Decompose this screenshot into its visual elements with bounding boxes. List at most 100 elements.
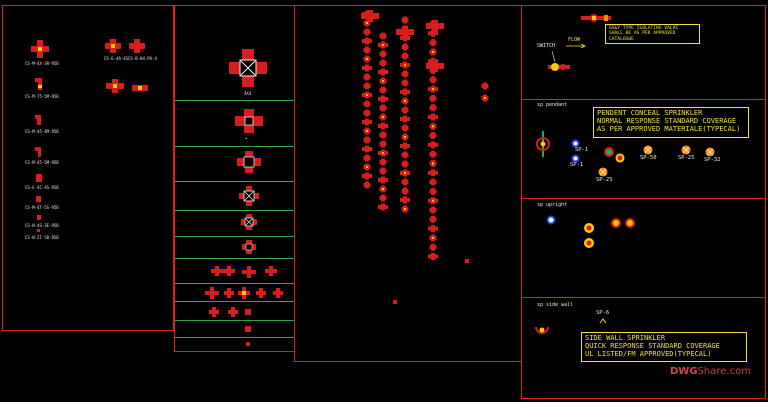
fitting-label: CS-M-45-4M-95B	[25, 129, 59, 134]
watermark-brand: DWG	[670, 366, 698, 377]
fitting-label: CS-N-4S-3E-95B	[25, 223, 59, 228]
note-line: NORMAL RESPONSE STANDARD COVERAGE	[597, 117, 737, 125]
upright-sprinkler-icon	[611, 218, 621, 228]
section-divider	[522, 198, 765, 199]
cap-fitting-icon	[245, 309, 251, 315]
upright-sprinkler-icon	[584, 238, 594, 248]
tee-fitting-icon	[129, 39, 145, 53]
matrix-fitting-icon	[401, 16, 409, 24]
fitting-label: CS-M-4T-5S-95B	[25, 205, 59, 210]
matrix-fitting-icon	[429, 178, 437, 186]
sprinkler-head-icon	[681, 145, 691, 155]
matrix-fitting-icon	[362, 91, 372, 99]
upright-sprinkler-icon	[584, 223, 594, 233]
pendant-sprinkler-icon	[536, 131, 550, 157]
tee-fitting-icon	[223, 266, 235, 276]
matrix-fitting-icon	[363, 82, 371, 90]
upright-title: sp upright	[537, 202, 568, 208]
flow-switch-icon	[548, 63, 570, 71]
matrix-fitting-icon	[401, 79, 409, 87]
matrix-fitting-icon	[429, 132, 437, 140]
matrix-fitting-icon	[396, 26, 414, 38]
matrix-fitting-icon	[400, 142, 410, 150]
matrix-fitting-icon	[379, 77, 387, 85]
sprinkler-head-icon	[615, 153, 625, 163]
matrix-fitting-icon	[363, 181, 371, 189]
matrix-fitting-icon	[428, 141, 438, 149]
sprinkler-head-icon	[643, 145, 653, 155]
matrix-fitting-icon	[379, 113, 387, 121]
matrix-fitting-icon	[401, 160, 409, 168]
cap-fitting-icon	[246, 342, 250, 346]
cross-fitting-icon	[242, 240, 256, 254]
matrix-fitting-icon	[378, 95, 388, 103]
matrix-fitting-icon	[379, 158, 387, 166]
matrix-fitting-icon	[429, 48, 437, 56]
matrix-fitting-icon	[428, 169, 438, 177]
note-line: SHALL BE AS PER APPROVED	[609, 31, 676, 37]
elbow-fitting-icon	[35, 147, 41, 157]
matrix-fitting-icon	[428, 197, 438, 205]
matrix-fitting-icon	[393, 300, 397, 304]
switch-leader-icon	[551, 50, 556, 63]
note-line: SIDE WALL SPRINKLER	[585, 334, 666, 342]
fitting-label: CS-B-H4-PA-4	[128, 56, 157, 61]
fitting-label: CS-E-4A-4S	[104, 56, 129, 61]
divider-line	[175, 258, 294, 259]
matrix-fitting-icon	[378, 41, 388, 49]
cap-fitting-icon	[37, 229, 40, 232]
matrix-fitting-icon	[429, 76, 437, 84]
left-fittings-panel	[2, 5, 174, 331]
reducer-fitting-icon	[36, 196, 41, 202]
matrix-fitting-icon	[465, 259, 469, 263]
matrix-fitting-icon	[401, 124, 409, 132]
matrix-fitting-icon	[429, 122, 437, 130]
valve-icon	[581, 14, 611, 22]
section-divider	[522, 99, 765, 100]
note-line: AS PER APPROVED MATERIALE(TYPECAL)	[597, 125, 741, 133]
tee-fitting-icon	[265, 266, 277, 276]
divider-line	[175, 320, 294, 321]
matrix-fitting-icon	[378, 149, 388, 157]
sprinkler-head-icon	[604, 147, 614, 157]
fitting-size-label: •	[245, 136, 248, 141]
elbow-fitting-icon	[35, 115, 41, 125]
sidewall-sprinkler-icon	[535, 326, 549, 334]
matrix-fitting-icon	[428, 225, 438, 233]
matrix-fitting-icon	[401, 133, 409, 141]
matrix-fitting-icon	[429, 104, 437, 112]
fitting-label: CS-M-4X-3R-95B	[25, 61, 59, 66]
sprinkler-head-icon	[598, 167, 608, 177]
cross-fitting-icon	[239, 186, 259, 206]
cross-fitting-icon	[228, 307, 238, 317]
matrix-fitting-icon	[429, 160, 437, 167]
matrix-fitting-icon	[363, 55, 371, 63]
matrix-fitting-icon	[362, 37, 372, 45]
divider-line	[175, 337, 294, 338]
matrix-fitting-icon	[401, 52, 409, 60]
matrix-fitting-icon	[379, 167, 387, 175]
flow-arrow-icon	[566, 44, 586, 48]
flow-label: FLOW	[568, 37, 581, 43]
cross-fitting-icon	[224, 288, 234, 298]
matrix-fitting-icon	[426, 60, 444, 72]
matrix-fitting-icon	[429, 234, 437, 242]
matrix-fitting-icon	[401, 43, 409, 51]
note-line: CATALOGUE	[609, 36, 634, 42]
matrix-fitting-icon	[429, 206, 437, 214]
matrix-fitting-icon	[379, 104, 387, 112]
matrix-fitting-icon	[428, 253, 438, 260]
pendant-note: PENDENT CONCEAL SPRINKLER NORMAL RESPONS…	[593, 107, 749, 138]
matrix-fitting-icon	[401, 205, 409, 213]
matrix-fitting-icon	[363, 154, 371, 162]
section-divider	[522, 297, 765, 298]
matrix-fitting-icon	[400, 196, 410, 204]
cross-fitting-icon	[205, 287, 219, 299]
sprinkler-code: SP-32	[704, 157, 721, 163]
matrix-fitting-icon	[429, 150, 437, 158]
valve-note: OS&Y TYPE ISOLATING VALVE SHALL BE AS PE…	[605, 24, 700, 44]
tee-fitting-icon	[242, 266, 256, 278]
matrix-fitting-icon	[401, 187, 409, 195]
sprinkler-code: SP-25	[678, 155, 695, 161]
note-line: QUICK RESPONSE STANDARD COVERAGE	[585, 342, 720, 350]
